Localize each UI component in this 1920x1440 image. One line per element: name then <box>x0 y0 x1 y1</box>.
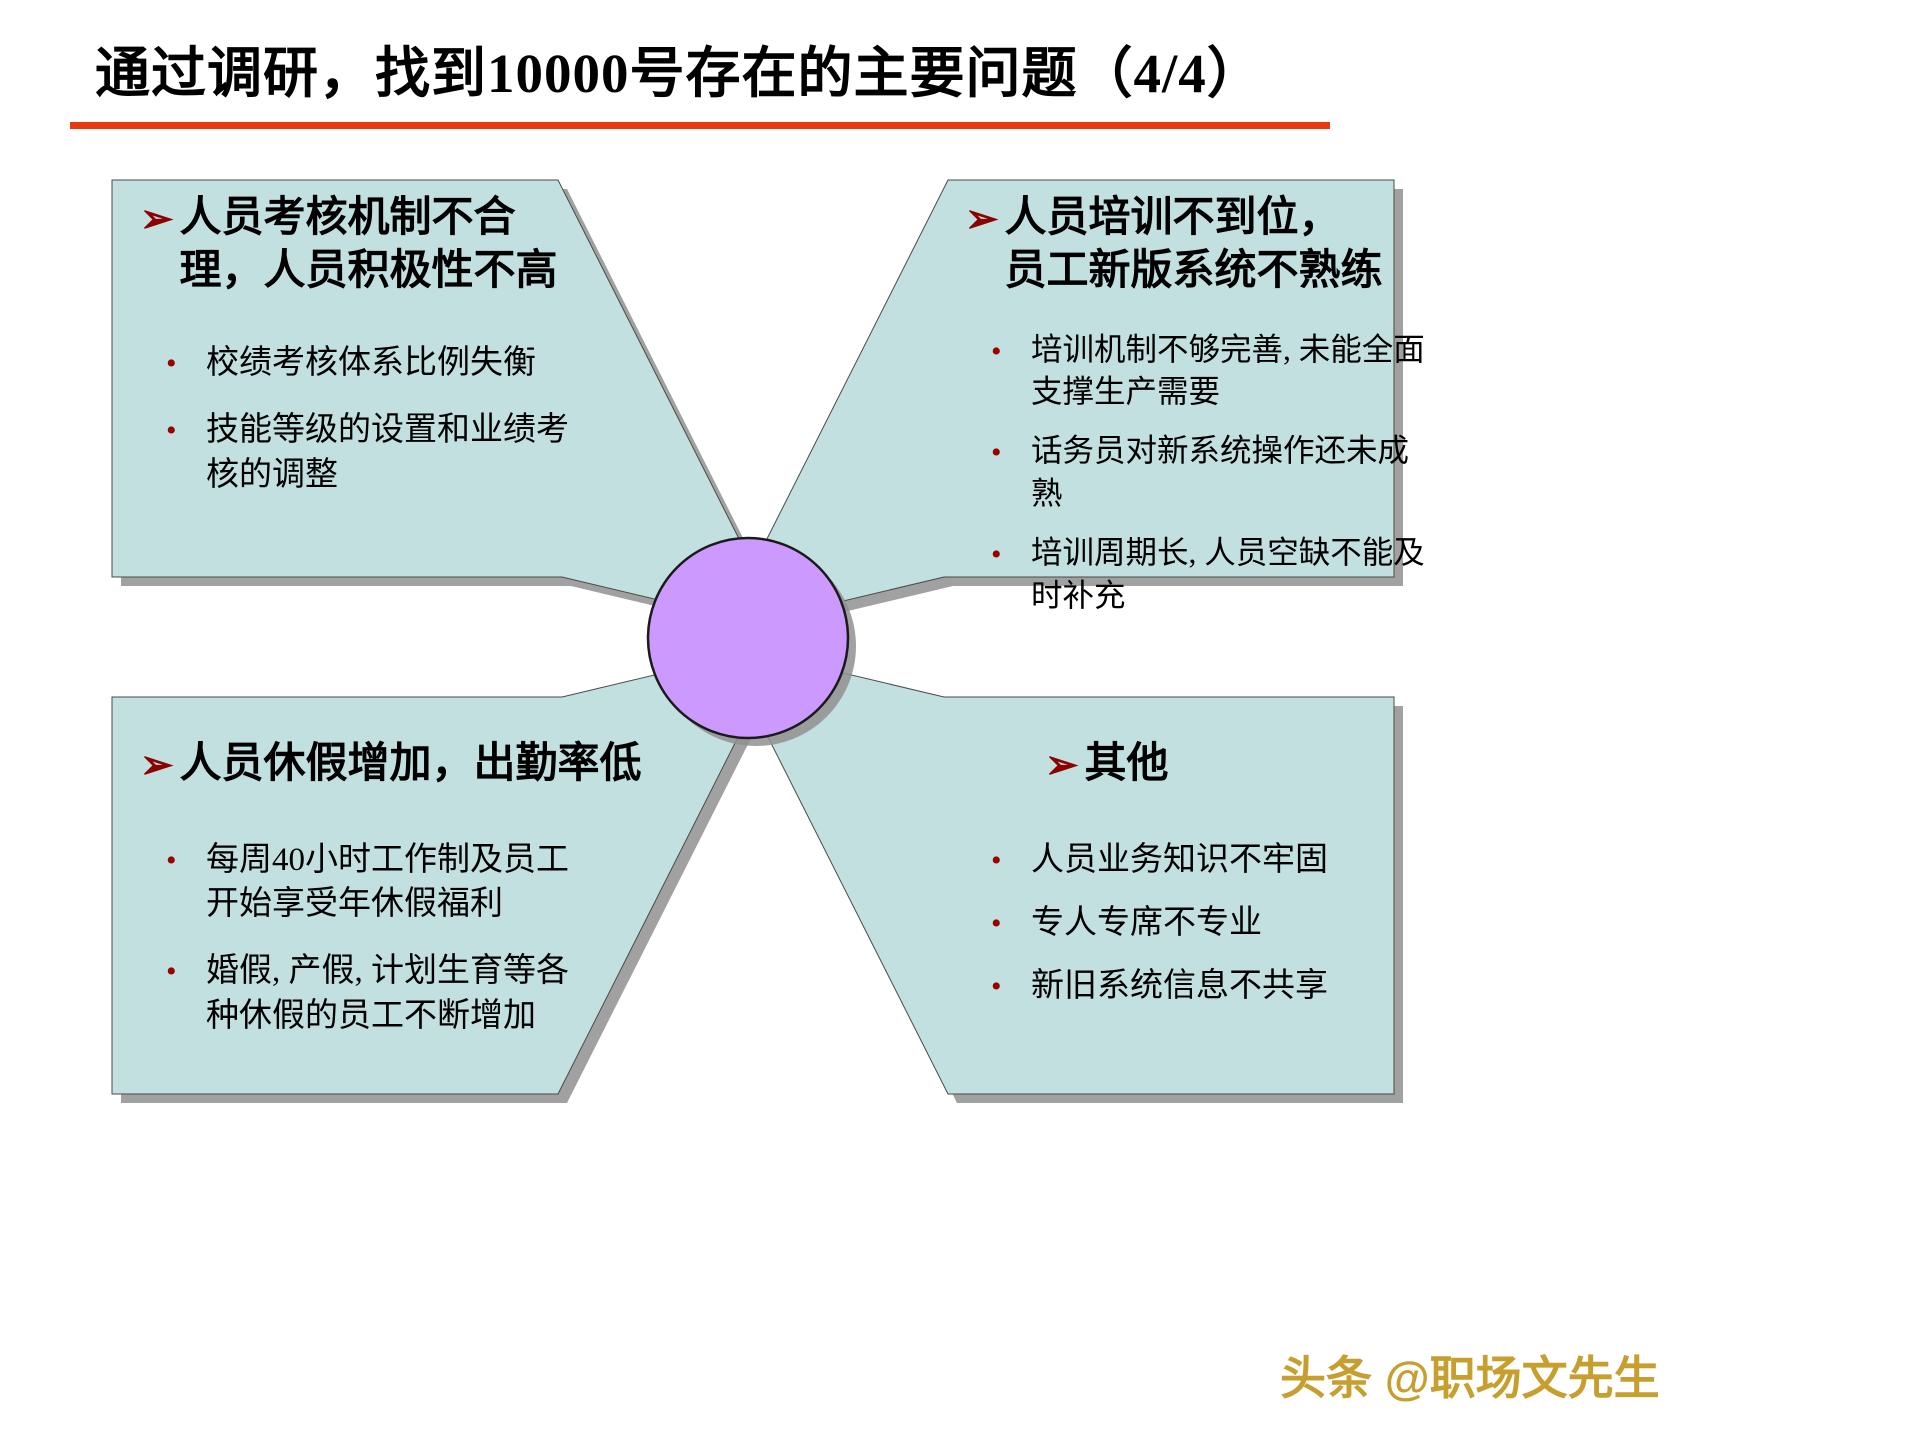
list-item: • 新旧系统信息不共享 <box>965 964 1415 1009</box>
quadrant-heading-text: 人员休假增加，出勤率低 <box>179 741 642 787</box>
list-item: • 每周40小时工作制及员工 开始享受年休假福利 <box>140 838 700 928</box>
dot-bullet-icon: • <box>991 906 1002 940</box>
list-item: • 专人专席不专业 <box>965 901 1415 946</box>
quadrant-heading-text: 人员培训不到位， 员工新版系统不熟练 <box>1004 195 1383 295</box>
watermark-text: 头条 @职场文先生 <box>1280 1352 1660 1404</box>
quadrant-top-right: ➢ 人员培训不到位， 员工新版系统不熟练 • 培训机制不够完善, 未能全面 支撑… <box>965 192 1425 618</box>
dot-bullet-icon: • <box>166 413 177 447</box>
dot-bullet-icon: • <box>991 436 1002 470</box>
dot-bullet-icon: • <box>991 537 1002 571</box>
quadrant-heading-text: 其他 <box>1084 741 1169 787</box>
quadrant-heading: ➢ 其他 <box>965 738 1415 792</box>
title-divider <box>70 122 1330 129</box>
bullet-text: 婚假, 产假, 计划生育等各 种休假的员工不断增加 <box>206 953 569 1035</box>
bullet-list: • 每周40小时工作制及员工 开始享受年休假福利 • 婚假, 产假, 计划生育等… <box>140 838 700 1040</box>
bullet-list: • 培训机制不够完善, 未能全面 支撑生产需要 • 话务员对新系统操作还未成熟 … <box>965 329 1425 618</box>
arrow-bullet-icon: ➢ <box>965 196 999 241</box>
quadrant-heading: ➢ 人员考核机制不合 理，人员积极性不高 <box>140 192 650 299</box>
bullet-list: • 校绩考核体系比例失衡 • 技能等级的设置和业绩考 核的调整 <box>140 341 650 498</box>
bottom-right-shape <box>720 643 1395 1095</box>
dot-bullet-icon: • <box>166 955 177 989</box>
bullet-text: 技能等级的设置和业绩考 核的调整 <box>206 411 569 493</box>
watermark: 头条 @职场文先生 <box>1280 1342 1660 1408</box>
quadrant-bottom-left: ➢ 人员休假增加，出勤率低 • 每周40小时工作制及员工 开始享受年休假福利 •… <box>140 738 700 1039</box>
arrow-bullet-icon: ➢ <box>1045 742 1079 787</box>
list-item: • 话务员对新系统操作还未成熟 <box>965 430 1425 516</box>
dot-bullet-icon: • <box>166 346 177 380</box>
bullet-text: 人员业务知识不牢固 <box>1031 841 1328 878</box>
bullet-text: 培训机制不够完善, 未能全面 支撑生产需要 <box>1031 331 1425 410</box>
center-circle <box>646 536 850 740</box>
list-item: • 技能等级的设置和业绩考 核的调整 <box>140 408 650 498</box>
quadrant-top-left: ➢ 人员考核机制不合 理，人员积极性不高 • 校绩考核体系比例失衡 • 技能等级… <box>140 192 650 497</box>
quadrant-heading: ➢ 人员培训不到位， 员工新版系统不熟练 <box>965 192 1425 299</box>
bullet-text: 话务员对新系统操作还未成熟 <box>1031 433 1410 512</box>
arrow-bullet-icon: ➢ <box>140 742 174 787</box>
quadrant-heading: ➢ 人员休假增加，出勤率低 <box>140 738 700 792</box>
bullet-text: 培训周期长, 人员空缺不能及 时补充 <box>1031 534 1425 613</box>
bullet-text: 新旧系统信息不共享 <box>1031 967 1328 1004</box>
list-item: • 校绩考核体系比例失衡 <box>140 341 650 386</box>
bullet-text: 校绩考核体系比例失衡 <box>206 344 536 381</box>
dot-bullet-icon: • <box>166 843 177 877</box>
bottom-left-shape <box>111 643 786 1095</box>
dot-bullet-icon: • <box>991 969 1002 1003</box>
quadrant-heading-text: 人员考核机制不合 理，人员积极性不高 <box>179 195 558 295</box>
bullet-list: • 人员业务知识不牢固 • 专人专席不专业 • 新旧系统信息不共享 <box>965 838 1415 1009</box>
list-item: • 人员业务知识不牢固 <box>965 838 1415 883</box>
arrow-bullet-icon: ➢ <box>140 196 174 241</box>
dot-bullet-icon: • <box>991 843 1002 877</box>
list-item: • 培训周期长, 人员空缺不能及 时补充 <box>965 532 1425 618</box>
bullet-text: 每周40小时工作制及员工 开始享受年休假福利 <box>206 841 569 923</box>
list-item: • 培训机制不够完善, 未能全面 支撑生产需要 <box>965 329 1425 415</box>
dot-bullet-icon: • <box>991 334 1002 368</box>
quadrant-bottom-right: ➢ 其他 • 人员业务知识不牢固 • 专人专席不专业 • 新旧系统信息不共享 <box>965 738 1415 1009</box>
list-item: • 婚假, 产假, 计划生育等各 种休假的员工不断增加 <box>140 949 700 1039</box>
bullet-text: 专人专席不专业 <box>1031 904 1262 941</box>
page-title: 通过调研，找到10000号存在的主要问题（4/4） <box>95 43 1263 104</box>
